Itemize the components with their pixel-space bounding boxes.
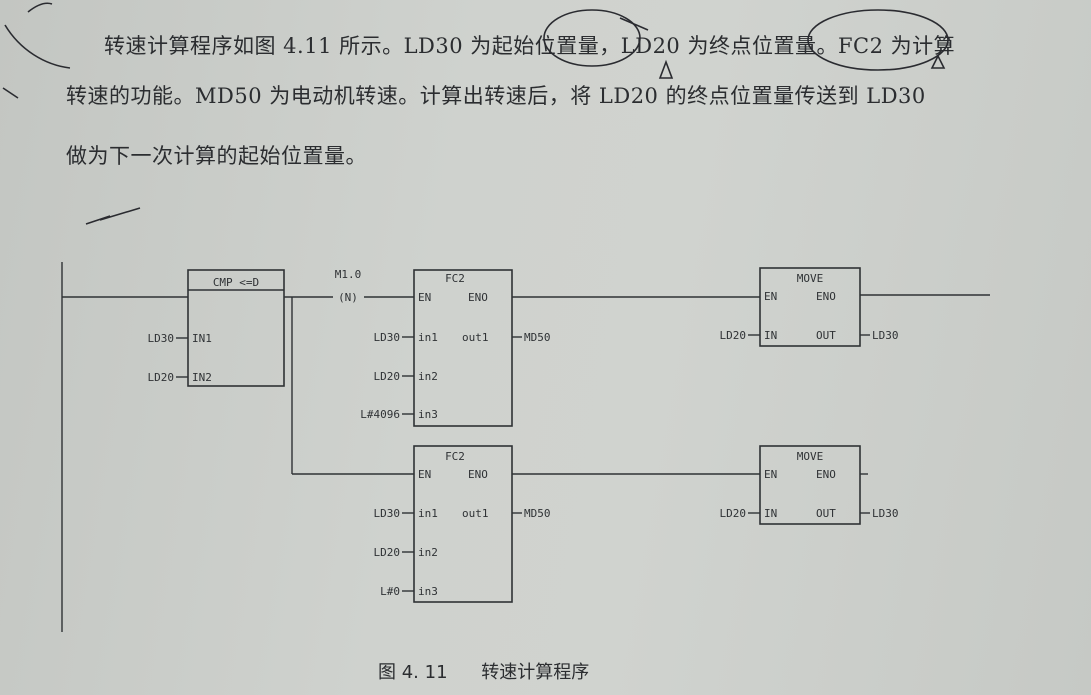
compare-block: CMP <=D IN1 IN2 LD30 LD20 [148,269,285,387]
fc2-bottom-pin-in3: in3 [418,585,438,598]
fc2-bottom-pin-in2: in2 [418,546,438,559]
move-bottom-pin-eno: ENO [816,468,836,481]
move-bottom-title: MOVE [797,450,824,463]
contact-symbol: (N) [338,291,358,304]
fc2-top-pin-in3: in3 [418,408,438,421]
pen-circle-end-position [807,9,949,71]
move-bottom-pin-en: EN [764,468,777,481]
move-top-pin-eno: ENO [816,290,836,303]
move-block-top: MOVE EN ENO IN OUT LD20 LD30 [720,267,899,347]
move-top-pin-en: EN [764,290,777,303]
fc2-top-pin-in1: in1 [418,331,438,344]
move-bottom-arg-out: LD30 [872,507,899,520]
contact-address: M1.0 [335,268,362,281]
move-top-pin-out: OUT [816,329,836,342]
fc2-top-arg-in1: LD30 [374,331,401,344]
fc2-bottom-pin-eno: ENO [468,468,488,481]
compare-block-title: CMP <=D [213,276,259,289]
pen-circle-start-position [543,9,641,67]
fc2-bottom-arg-in1: LD30 [374,507,401,520]
fc2-top-pin-in2: in2 [418,370,438,383]
fc2-top-pin-en: EN [418,291,431,304]
fc2-bottom-arg-in3: L#0 [380,585,400,598]
negative-edge-coil: M1.0 (N) [335,268,362,304]
move-bottom-arg-in: LD20 [720,507,747,520]
pen-stroke-left-arc [4,24,71,69]
pen-delta-mark-2 [930,54,946,69]
move-top-pin-in: IN [764,329,777,342]
fc2-bottom-pin-en: EN [418,468,431,481]
move-top-arg-out: LD30 [872,329,899,342]
move-bottom-pin-in: IN [764,507,777,520]
pen-stroke-left-tick [2,87,19,99]
pen-stroke-top [27,2,53,13]
pen-mark-2 [619,17,649,31]
fc2-bottom-arg-in2: LD20 [374,546,401,559]
move-top-title: MOVE [797,272,824,285]
compare-pin-in2: IN2 [192,371,212,384]
paragraph-line-3: 做为下一次计算的起始位置量。 [66,144,367,168]
paragraph-line-2: 转速的功能。MD50 为电动机转速。计算出转速后，将 LD20 的终点位置量传送… [66,84,926,108]
fc2-top-arg-out1: MD50 [524,331,551,344]
pen-delta-mark-1 [658,59,674,79]
compare-arg-in2: LD20 [148,371,175,384]
paragraph-line-1: 转速计算程序如图 4.11 所示。LD30 为起始位置量，LD20 为终点位置量… [104,34,956,58]
move-top-arg-in: LD20 [720,329,747,342]
fc2-bottom-title: FC2 [445,450,465,463]
fc2-top-pin-eno: ENO [468,291,488,304]
compare-arg-in1: LD30 [148,332,175,345]
fc2-block-top: FC2 EN ENO in1 out1 in2 in3 LD30 LD20 L#… [360,269,551,427]
fc2-top-arg-in3: L#4096 [360,408,400,421]
figure-caption: 图 4. 11 转速计算程序 [378,658,589,684]
fc2-bottom-pin-in1: in1 [418,507,438,520]
pen-annotations [2,2,949,225]
pen-scribble-left [85,207,141,225]
figure-number: 图 4. 11 [378,662,448,683]
fc2-bottom-pin-out1: out1 [462,507,489,520]
compare-pin-in1: IN1 [192,332,212,345]
fc2-block-bottom: FC2 EN ENO in1 out1 in2 in3 LD30 LD20 L#… [374,445,551,603]
move-bottom-pin-out: OUT [816,507,836,520]
fc2-top-arg-in2: LD20 [374,370,401,383]
fc2-top-title: FC2 [445,272,465,285]
fc2-bottom-arg-out1: MD50 [524,507,551,520]
move-block-bottom: MOVE EN ENO IN OUT LD20 LD30 [720,445,899,525]
figure-title: 转速计算程序 [481,662,590,683]
fc2-top-pin-out1: out1 [462,331,489,344]
